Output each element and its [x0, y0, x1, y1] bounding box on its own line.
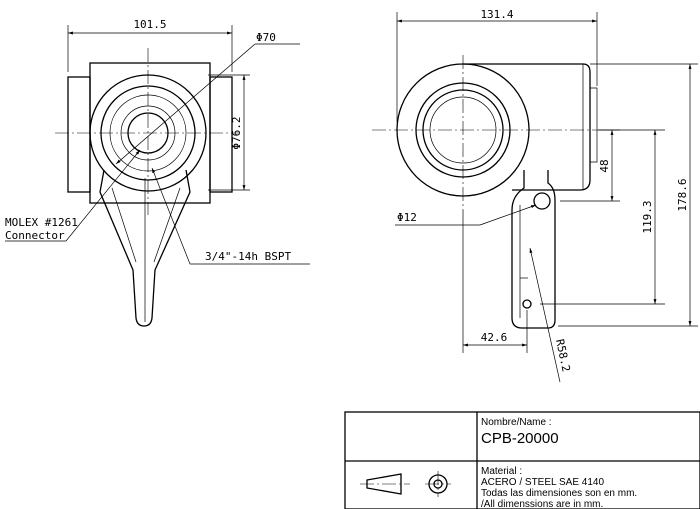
- arm-offset-dim: 42.6: [481, 331, 508, 344]
- title-block: Nombre/Name : CPB-20000 Material : ACERO…: [344, 411, 700, 509]
- front-bore-dim: Φ70: [256, 31, 276, 44]
- units-note-en: /All dimenssions are in mm.: [481, 499, 603, 509]
- connector-label-line2: Connector: [5, 229, 65, 242]
- third-angle-projection-icon: [360, 471, 451, 497]
- side-height-dim: 178.6: [676, 178, 689, 211]
- part-number: CPB-20000: [481, 430, 559, 447]
- side-width-dim: 131.4: [480, 8, 513, 21]
- offset-dim: 48: [598, 159, 611, 172]
- side-view: 131.4 178.6 48 119.3 Φ12 42.6 R58.2: [372, 8, 698, 383]
- thread-label: 3/4"-14h BSPT: [205, 250, 291, 263]
- hole-dim: Φ12: [397, 211, 417, 224]
- units-note-es: Todas las dimensiones son en mm.: [481, 488, 637, 499]
- name-label: Nombre/Name :: [481, 417, 552, 428]
- front-body-dim: Φ76.2: [230, 116, 243, 149]
- front-width-dim: 101.5: [133, 18, 166, 31]
- material-label: Material :: [481, 466, 522, 477]
- radius-dim: R58.2: [553, 338, 573, 373]
- front-view: 101.5 Φ70 Φ76.2 MOLEX #1261 Connector 3/…: [5, 18, 310, 327]
- connector-label-line1: MOLEX #1261: [5, 216, 78, 229]
- material-value: ACERO / STEEL SAE 4140: [481, 477, 604, 488]
- arm-length-dim: 119.3: [641, 200, 654, 233]
